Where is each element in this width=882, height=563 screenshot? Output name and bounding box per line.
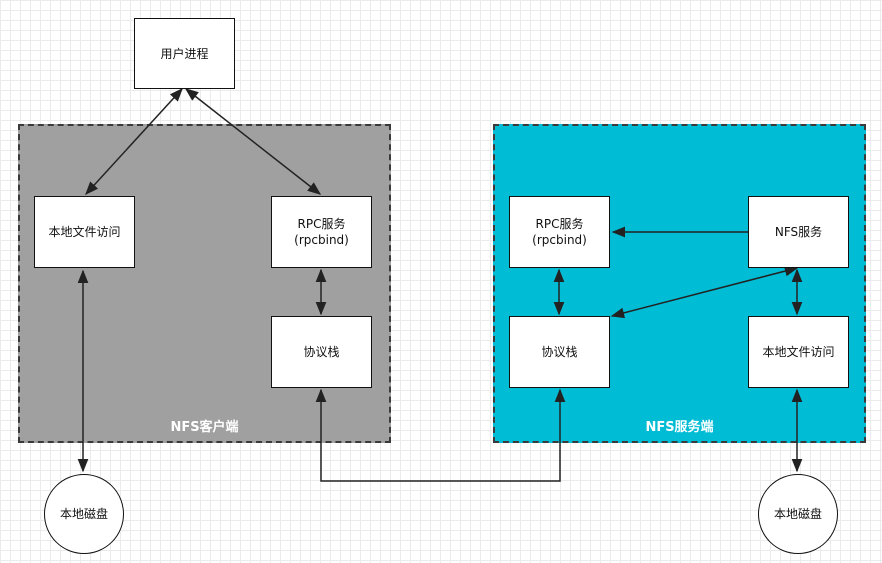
edge-client-stack-to-server-stack [315,388,566,482]
client-local-file-access-node: 本地文件访问 [34,196,135,268]
server-protocol-stack-node: 协议栈 [509,316,610,388]
user-process-node: 用户进程 [134,18,235,89]
edge-user-process-to-client-file-access [85,88,183,195]
server-local-disk-label: 本地磁盘 [773,507,822,521]
nfs-server-label: NFS服务端 [645,420,714,435]
edge-user-process-to-client-rpc [184,88,322,195]
server-local-file-access-label: 本地文件访问 [762,345,835,359]
edge-nfs-service-to-server-stack [610,265,799,319]
server-rpc-service-label: RPC服务 [535,217,584,231]
client-local-disk-node: 本地磁盘 [44,474,124,554]
server-rpc-service-node: RPC服务 (rpcbind) [509,196,610,268]
server-local-disk-node: 本地磁盘 [758,474,838,554]
user-process-label: 用户进程 [160,46,209,61]
server-local-file-access-node: 本地文件访问 [748,316,849,388]
nfs-client-label: NFS客户端 [170,420,239,435]
client-rpc-service-label: RPC服务 [297,217,346,231]
client-rpc-service-node: RPC服务 (rpcbind) [271,196,372,268]
server-rpcbind-label: (rpcbind) [532,233,587,247]
client-rpcbind-label: (rpcbind) [294,233,349,247]
nfs-service-node: NFS服务 [748,196,849,268]
client-local-disk-label: 本地磁盘 [59,507,108,521]
server-protocol-stack-label: 协议栈 [541,345,578,359]
client-protocol-stack-label: 协议栈 [303,345,340,359]
client-protocol-stack-node: 协议栈 [271,316,372,388]
client-local-file-access-label: 本地文件访问 [48,225,121,239]
nfs-service-label: NFS服务 [774,225,823,239]
